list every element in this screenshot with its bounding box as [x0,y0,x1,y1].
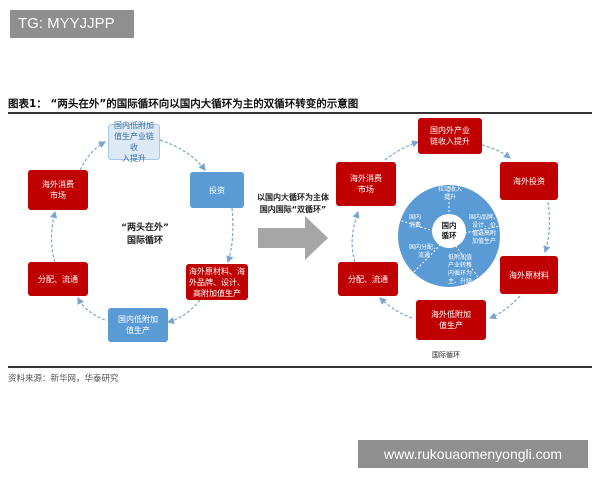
figure-title: 图表1： “两头在外”的国际循环向以国内大循环为主的双循环转变的示意图 [8,98,359,110]
left-arrow-2 [226,207,234,264]
right-box-bottom: 海外低附加 值生产 [416,300,486,340]
right-arrow-6 [384,140,420,161]
watermark-bottom-right: www.rukouaomenyongli.com [358,440,588,468]
watermark-top-left: TG: MYYJJPP [10,10,134,38]
right-arrow-5 [351,210,360,263]
inner-segment-right: 国内品牌、 设计、价 值链高附 加值生产 [468,214,499,245]
right-box-top-left: 海外消费 市场 [336,162,396,206]
left-box-left-bottom: 分配、流通 [28,262,88,296]
inner-segment-left-top: 国内 消费 [408,214,421,229]
left-box-right: 投资 [190,172,244,208]
left-cycle-label: “两头在外” 国际循环 [121,223,169,246]
title-rule [8,112,592,114]
domestic-cycle-label: 国内 循环 [441,221,457,240]
right-arrow-1 [481,144,511,159]
left-arrow-3 [166,299,201,325]
right-arrow-3 [488,295,521,320]
inner-segment-left: 国内分配、 流通 [408,244,439,259]
right-box-right: 海外原材料 [500,256,558,294]
right-box-top: 国内外产业 链收入提升 [418,118,482,154]
inner-segment-top: 拉动收入 提升 [437,186,462,201]
left-arrow-4 [77,296,106,321]
left-box-left-top: 海外消费 市场 [28,170,88,210]
left-box-bottom: 国内低附加 值生产 [108,308,168,342]
domestic-cycle-core [432,214,466,248]
right-box-top-right: 海外投资 [500,162,558,200]
figure-source: 资料来源：新华网，华泰研究 [8,374,119,384]
right-box-left: 分配、流通 [338,262,398,296]
left-box-top: 国内低附加 值生产业链收 入提升 [108,121,160,163]
right-arrow-4 [379,297,413,319]
left-arrow-6 [79,141,107,171]
transition-arrow [258,216,328,260]
transition-label: 以国内大循环为主体 国内国际“双循环” [257,193,329,214]
left-arrow-1 [159,139,206,171]
right-arrow-2 [543,201,551,254]
left-box-right-bottom: 海外原材料、海 外品牌、设计、 高附加值生产 [186,264,248,300]
source-rule [8,366,592,368]
inner-segment-bottom: 低附加值 产业转移 内循环为 主、升级 [447,254,472,285]
right-cycle-caption: 国际循环 [432,351,460,359]
left-arrow-5 [50,210,58,263]
